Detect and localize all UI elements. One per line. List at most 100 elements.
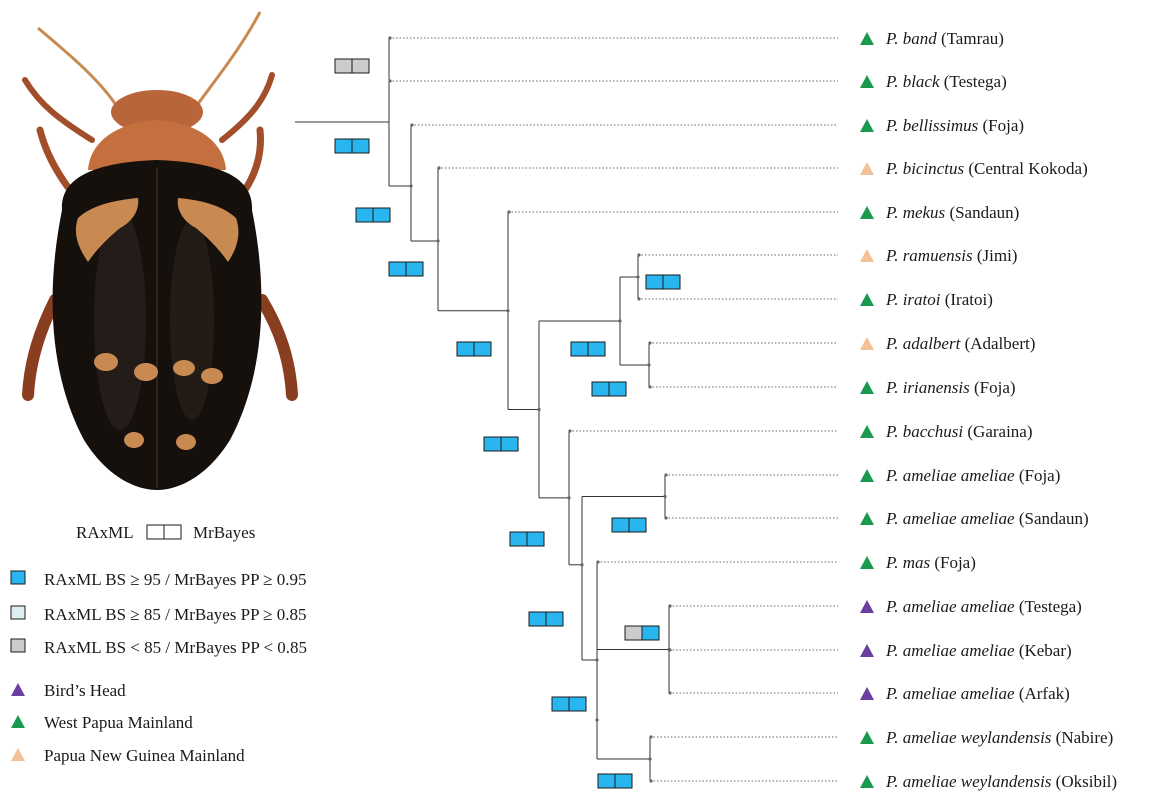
tip-label: P. ameliae weylandensis (Oksibil) [885, 772, 1117, 791]
tip-species: P. irianensis [885, 378, 970, 397]
internal-node-dot [648, 757, 651, 760]
tip-node-dot [668, 604, 671, 607]
internal-node-dot [567, 496, 570, 499]
box-key: RAxML MrBayes [76, 523, 255, 542]
internal-node-dot [663, 495, 666, 498]
region-legend-item: Bird’s Head [11, 681, 126, 700]
tip-node-dot [388, 79, 391, 82]
tip-species: P. iratoi [885, 290, 941, 309]
support-mrbayes-half [527, 532, 544, 546]
support-raxml-half [389, 262, 406, 276]
tip-locality: (Garaina) [963, 422, 1032, 441]
region-triangle-icon [860, 731, 874, 744]
tip: P. band (Tamrau) [860, 29, 1004, 48]
support-legend-swatch [11, 571, 25, 584]
tip-node-dot [664, 473, 667, 476]
region-triangle-icon [860, 75, 874, 88]
internal-node-dot [618, 319, 621, 322]
tip-locality: (Nabire) [1051, 728, 1113, 747]
tip-node-dot [668, 648, 671, 651]
region-triangle-icon [860, 687, 874, 700]
tip-label: P. irianensis (Foja) [885, 378, 1016, 397]
support-box-n5 [457, 342, 491, 356]
tip-node-dot [664, 516, 667, 519]
front-right-leg [222, 75, 272, 140]
region-legend-triangle-icon [11, 683, 25, 696]
region-legend-triangle-icon [11, 748, 25, 761]
support-legend-label: RAxML BS ≥ 85 / MrBayes PP ≥ 0.85 [44, 605, 307, 624]
tip-species: P. ameliae ameliae [885, 597, 1015, 616]
elytra-highlight-right [170, 220, 214, 420]
region-legend: Bird’s HeadWest Papua MainlandPapua New … [11, 681, 245, 765]
middle-left-leg [40, 130, 70, 190]
tip-label: P. iratoi (Iratoi) [885, 290, 993, 309]
tip-species: P. bellissimus [885, 116, 979, 135]
support-box-root [335, 59, 369, 73]
support-raxml-half [625, 626, 642, 640]
internal-node-dot [537, 408, 540, 411]
right-antenna [195, 12, 260, 108]
box-key-raxml-label: RAxML [76, 523, 134, 542]
support-box-n12 [529, 612, 563, 626]
support-raxml-half [457, 342, 474, 356]
tip-locality: (Foja) [930, 553, 976, 572]
support-raxml-half [529, 612, 546, 626]
tip-species: P. ameliae ameliae [885, 641, 1015, 660]
support-mrbayes-half [501, 437, 518, 451]
tip-label: P. ameliae ameliae (Foja) [885, 466, 1060, 485]
region-triangle-icon [860, 381, 874, 394]
region-triangle-icon [860, 425, 874, 438]
tip-species: P. ramuensis [885, 246, 973, 265]
support-raxml-half [571, 342, 588, 356]
tip-locality: (Foja) [978, 116, 1024, 135]
box-key-right-half [164, 525, 181, 539]
internal-node-dot [647, 363, 650, 366]
internal-node-dot [636, 275, 639, 278]
tip: P. mas (Foja) [860, 553, 976, 572]
elytral-spot [201, 368, 223, 384]
region-triangle-icon [860, 775, 874, 788]
tip: P. ramuensis (Jimi) [860, 246, 1017, 265]
tip-label: P. black (Testega) [885, 72, 1007, 91]
support-box-n9 [484, 437, 518, 451]
tip-label: P. ameliae ameliae (Arfak) [885, 684, 1070, 703]
support-legend: RAxML BS ≥ 95 / MrBayes PP ≥ 0.95RAxML B… [11, 570, 307, 657]
tip: P. ameliae weylandensis (Oksibil) [860, 772, 1117, 791]
tip-species: P. ameliae ameliae [885, 509, 1015, 528]
region-triangle-icon [860, 249, 874, 262]
support-raxml-half [356, 208, 373, 222]
tip-node-dot [649, 735, 652, 738]
elytral-spot [94, 353, 118, 371]
support-box-foja-sandaun [612, 518, 646, 532]
region-triangle-icon [860, 293, 874, 306]
tip: P. ameliae ameliae (Testega) [860, 597, 1082, 616]
tip-species: P. ameliae weylandensis [885, 728, 1052, 747]
region-triangle-icon [860, 337, 874, 350]
tip-species: P. bicinctus [885, 159, 964, 178]
box-key-left-half [147, 525, 164, 539]
tip-locality: (Kebar) [1015, 641, 1072, 660]
hind-right-leg [262, 300, 292, 395]
tip: P. black (Testega) [860, 72, 1007, 91]
tip-locality: (Central Kokoda) [964, 159, 1088, 178]
middle-right-leg [245, 130, 260, 190]
support-mrbayes-half [373, 208, 390, 222]
tip-locality: (Oksibil) [1051, 772, 1117, 791]
left-antenna [38, 28, 118, 108]
tree-branches [295, 38, 838, 781]
tip-label: P. ameliae ameliae (Testega) [885, 597, 1082, 616]
support-box-adal-irian [592, 382, 626, 396]
support-box-n2 [335, 139, 369, 153]
tip-locality: (Foja) [970, 378, 1016, 397]
tip-node-dot [648, 341, 651, 344]
support-legend-swatch [11, 606, 25, 619]
support-raxml-half [592, 382, 609, 396]
tip: P. ameliae weylandensis (Nabire) [860, 728, 1113, 747]
region-triangle-icon [860, 512, 874, 525]
hind-left-leg [28, 300, 55, 395]
tip-node-dot [637, 297, 640, 300]
tip: P. ameliae ameliae (Arfak) [860, 684, 1070, 703]
tip-label: P. bellissimus (Foja) [885, 116, 1024, 135]
tip-species: P. ameliae weylandensis [885, 772, 1052, 791]
